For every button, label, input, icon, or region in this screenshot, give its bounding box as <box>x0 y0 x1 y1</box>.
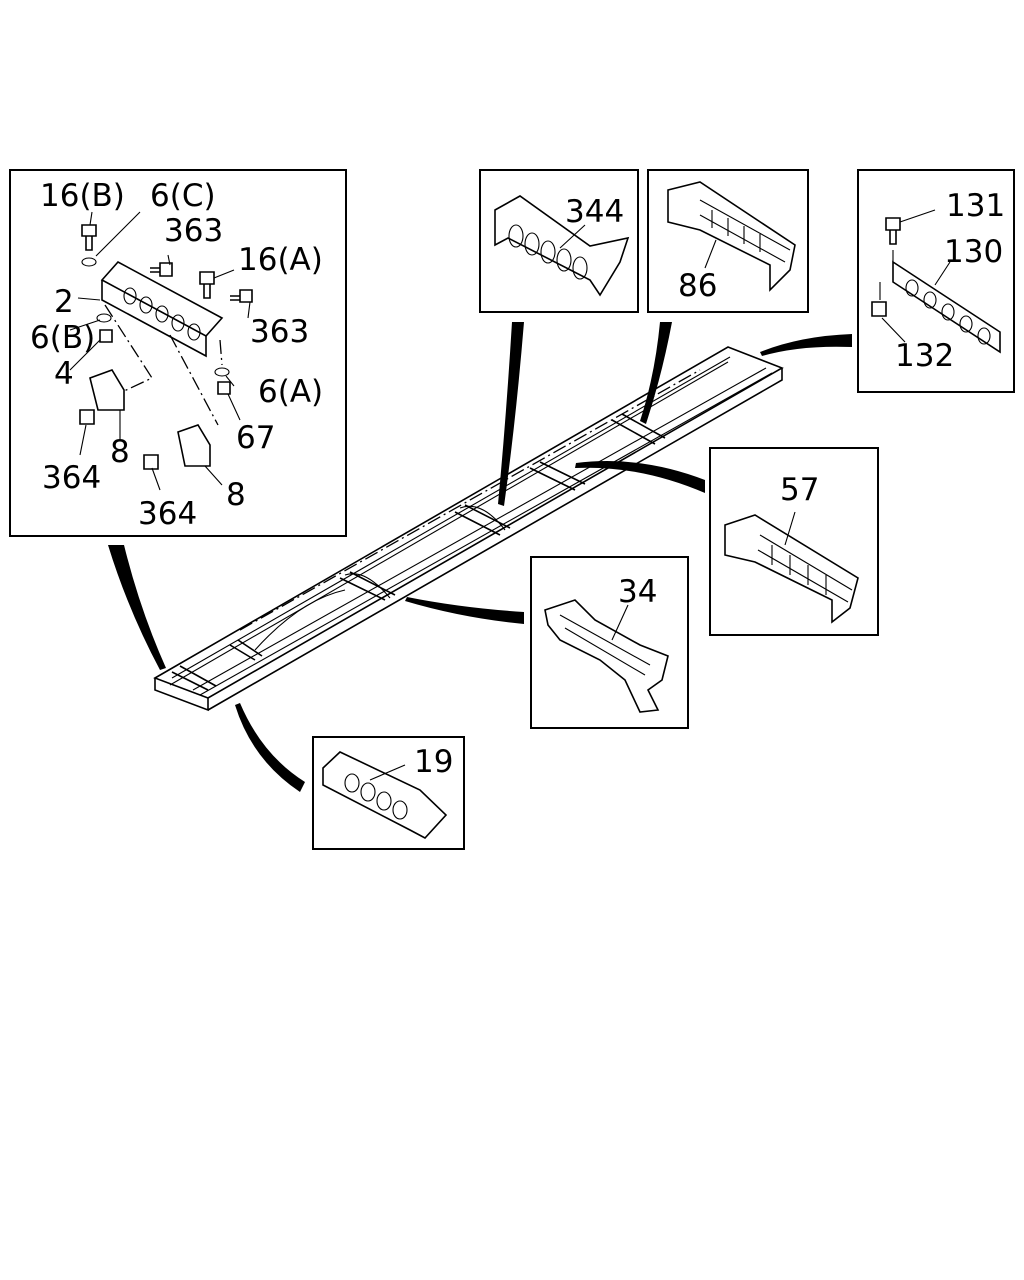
label-344: 344 <box>565 194 624 230</box>
label-57: 57 <box>780 472 819 508</box>
label-6b: 6(B) <box>30 320 95 356</box>
label-364-right: 364 <box>138 496 197 532</box>
label-86: 86 <box>678 268 717 304</box>
label-132: 132 <box>895 338 954 374</box>
label-4: 4 <box>54 356 74 392</box>
label-67: 67 <box>236 420 275 456</box>
detail-box-19 <box>312 736 465 850</box>
detail-box-86 <box>647 169 809 313</box>
callout-leaders <box>108 322 852 792</box>
detail-box-57 <box>709 447 879 636</box>
detail-box-130 <box>857 169 1015 393</box>
label-6a: 6(A) <box>258 374 323 410</box>
detail-box-hardware <box>9 169 347 537</box>
detail-box-344 <box>479 169 639 313</box>
label-363-upper: 363 <box>164 213 223 249</box>
label-363-lower: 363 <box>250 314 309 350</box>
label-2: 2 <box>54 284 74 320</box>
label-130: 130 <box>944 234 1003 270</box>
label-364-left: 364 <box>42 460 101 496</box>
detail-a-labels: 16(B) 6(C) 363 16(A) 2 363 6(B) 4 6(A) 6… <box>30 178 323 532</box>
label-8-left: 8 <box>110 434 130 470</box>
label-8-right: 8 <box>226 477 246 513</box>
label-16a: 16(A) <box>238 242 323 278</box>
label-6c: 6(C) <box>150 178 216 214</box>
detail-box-34 <box>530 556 689 729</box>
chassis-frame <box>153 346 784 712</box>
label-19: 19 <box>414 744 453 780</box>
label-34: 34 <box>618 574 657 610</box>
label-131: 131 <box>946 188 1005 224</box>
label-16b: 16(B) <box>40 178 125 214</box>
